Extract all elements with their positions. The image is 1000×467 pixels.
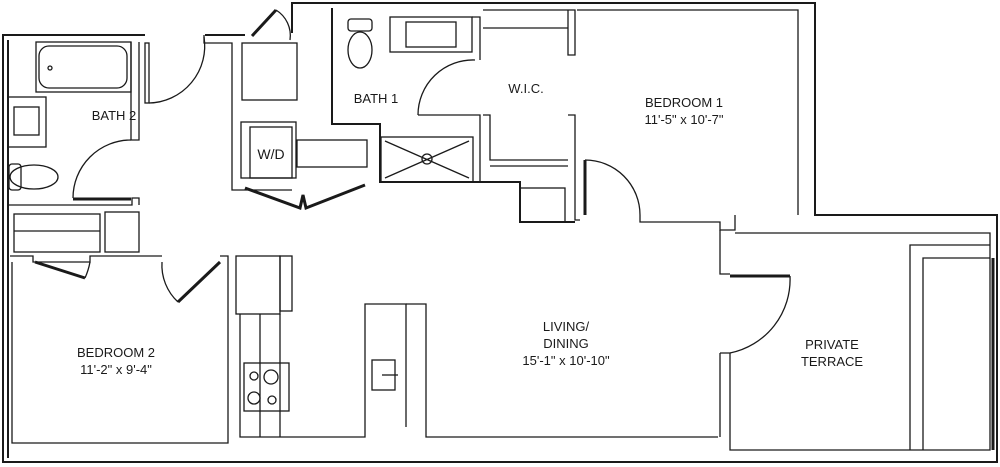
walk-in-closet-walls <box>483 9 580 223</box>
room-dimensions: 11'-2" x 9'-4" <box>80 362 152 377</box>
room-label-bath-2: BATH 2 <box>91 108 137 123</box>
room-dimensions: 11'-5" x 10'-7" <box>644 112 724 127</box>
bath-2-fixtures <box>7 41 140 206</box>
room-label-bedroom-2: BEDROOM 2 11'-2" x 9'-4" <box>77 344 155 378</box>
room-name-line-2: DINING <box>543 336 589 351</box>
kitchen-fixtures <box>235 255 718 438</box>
room-name-line-2: TERRACE <box>800 354 864 369</box>
bath-1-fixtures <box>331 8 575 223</box>
room-name: BEDROOM 2 <box>76 345 156 360</box>
entry-door <box>144 35 292 191</box>
room-label-private-terrace: PRIVATE TERRACE <box>801 336 863 370</box>
room-label-wic: W.I.C. <box>508 81 544 96</box>
bedroom-1-walls <box>577 9 799 231</box>
room-label-bath-1: BATH 1 <box>353 91 399 106</box>
closet-and-washer-dryer <box>240 8 368 211</box>
washer-dryer-label: W/D <box>257 146 285 162</box>
bedroom-2-walls <box>10 211 229 444</box>
room-label-bedroom-1: BEDROOM 1 11'-5" x 10'-7" <box>645 94 724 128</box>
room-name-line-1: LIVING/ <box>542 319 590 334</box>
room-name-line-1: PRIVATE <box>805 337 859 352</box>
room-label-living-dining: LIVING/ DINING 15'-1" x 10'-10" <box>522 318 609 369</box>
terrace-walls <box>719 230 995 451</box>
room-name: BEDROOM 1 <box>644 95 723 110</box>
room-dimensions: 15'-1" x 10'-10" <box>522 353 610 368</box>
